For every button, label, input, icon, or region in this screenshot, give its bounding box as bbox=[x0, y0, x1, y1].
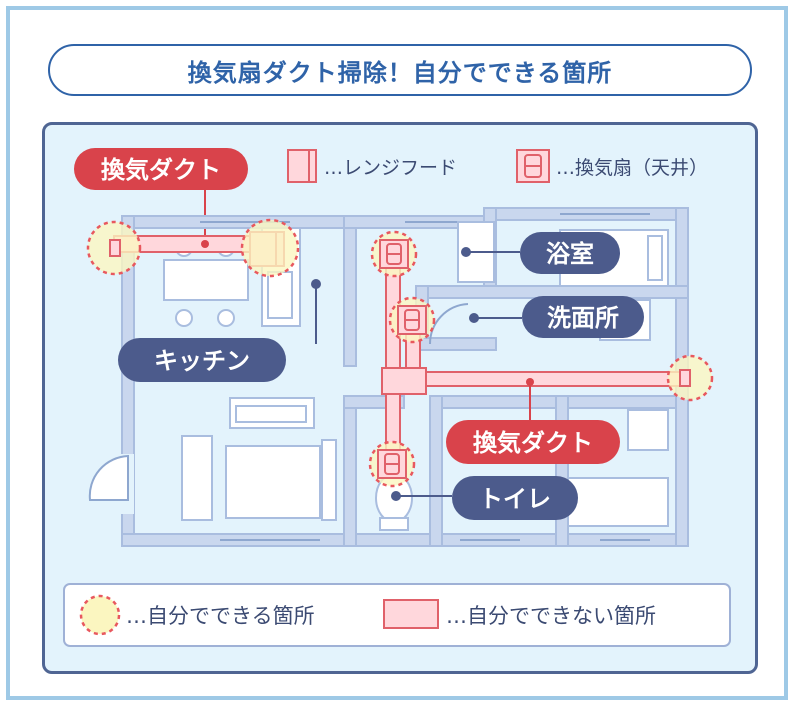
room-label-toilet: トイレ bbox=[452, 476, 578, 520]
duct-badge-center: 換気ダクト bbox=[446, 420, 620, 464]
diy-legend-icon bbox=[79, 594, 121, 636]
leader-lines bbox=[311, 247, 522, 501]
ceiling-fan-legend: …換気扇（天井） bbox=[516, 149, 708, 183]
duct-junction bbox=[381, 367, 427, 395]
not-diy-legend-label: …自分でできない箇所 bbox=[446, 604, 656, 628]
svg-text:洗面所: 洗面所 bbox=[547, 304, 619, 332]
room-label-bath: 浴室 bbox=[520, 232, 620, 274]
not-diy-legend-icon bbox=[383, 599, 439, 629]
duct-badge-top-label: 換気ダクト bbox=[101, 156, 221, 184]
range-hood-legend: …レンジフード bbox=[287, 149, 457, 183]
fan-bath bbox=[379, 239, 409, 269]
svg-text:トイレ: トイレ bbox=[479, 485, 551, 513]
range-hood-legend-icon bbox=[287, 149, 317, 183]
fan-toilet bbox=[377, 449, 407, 479]
diy-spot-range-hood bbox=[240, 218, 300, 278]
room-label-washroom: 洗面所 bbox=[522, 296, 644, 338]
page-title: 換気扇ダクト掃除！自分でできる箇所 bbox=[48, 44, 752, 96]
room-label-kitchen: キッチン bbox=[118, 338, 286, 382]
duct-horizontal-main bbox=[425, 371, 691, 387]
fan-icons bbox=[377, 239, 427, 479]
east-outer-vent bbox=[679, 369, 691, 387]
window-marks bbox=[200, 213, 650, 541]
washroom-door bbox=[428, 303, 469, 345]
entrance-door bbox=[88, 454, 134, 514]
duct-badge-top: 換気ダクト bbox=[74, 148, 248, 190]
kitchen-outer-vent bbox=[109, 239, 121, 257]
bottom-legend: …自分でできる箇所 …自分でできない箇所 bbox=[63, 583, 731, 647]
svg-text:浴室: 浴室 bbox=[546, 240, 594, 268]
ceiling-fan-legend-label: …換気扇（天井） bbox=[556, 157, 708, 179]
svg-text:キッチン: キッチン bbox=[154, 347, 250, 375]
svg-text:換気ダクト: 換気ダクト bbox=[473, 429, 593, 457]
fan-washroom bbox=[397, 305, 427, 335]
diy-legend-label: …自分でできる箇所 bbox=[126, 604, 315, 628]
duct-vertical-main bbox=[385, 255, 401, 457]
range-hood-legend-label: …レンジフード bbox=[324, 157, 457, 179]
